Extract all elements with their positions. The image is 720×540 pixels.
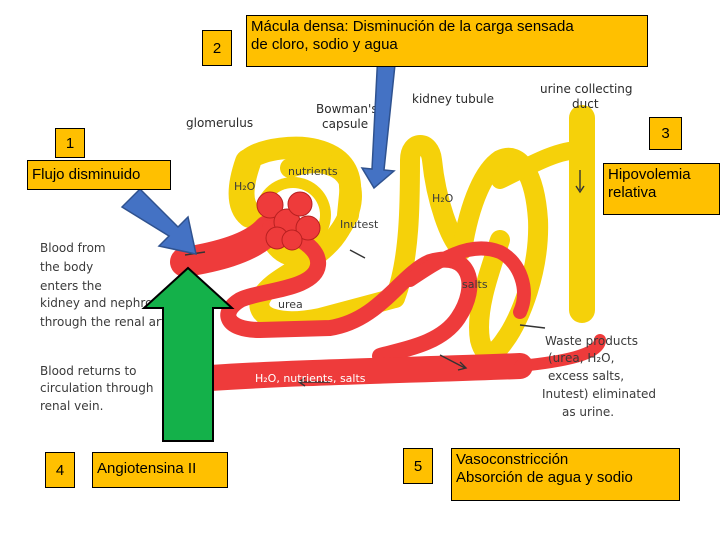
angiotensina-text: Angiotensina II (97, 460, 196, 477)
badge-4: 4 (45, 452, 75, 488)
macula-line1: Mácula densa: Disminución de la carga se… (251, 18, 643, 36)
blood-returns-line1: Blood returns to (40, 364, 137, 378)
waste-line2: (urea, H₂O, (548, 351, 614, 365)
badge-5-text: 5 (414, 458, 422, 475)
bowmans-label-line1: Bowman's (316, 102, 378, 116)
callout-flujo-disminuido: Flujo disminuido (27, 160, 171, 190)
badge-1: 1 (55, 128, 85, 158)
callout-angiotensina: Angiotensina II (92, 452, 228, 488)
h2o-right-label: H₂O (432, 192, 454, 205)
urea-label: urea (278, 298, 303, 311)
blood-returns-line2: circulation through (40, 381, 153, 395)
waste-line3: excess salts, (548, 369, 624, 383)
vein-label: H₂O, nutrients, salts (255, 372, 366, 385)
hipovolemia-line2: relativa (608, 184, 715, 202)
nutrients-label: nutrients (288, 165, 338, 178)
badge-4-text: 4 (56, 462, 64, 479)
h2o-left-label: H₂O (234, 180, 256, 193)
blue-arrow-flujo (122, 189, 196, 254)
callout-vasoconstriccion: Vasoconstricción Absorción de agua y sod… (451, 448, 680, 501)
blood-from-line2: the body (40, 260, 93, 274)
badge-1-text: 1 (66, 135, 74, 152)
macula-line2: de cloro, sodio y agua (251, 36, 643, 54)
waste-line4: Inutest) eliminated (542, 387, 656, 401)
urine-duct-label-line2: duct (572, 97, 599, 111)
vaso-line2: Absorción de agua y sodio (456, 469, 675, 487)
bowmans-label-line2: capsule (322, 117, 368, 131)
glomerulus-label: glomerulus (186, 116, 253, 130)
blood-from-line1: Blood from (40, 241, 106, 255)
waste-line1: Waste products (545, 334, 638, 348)
waste-line5: as urine. (562, 405, 614, 419)
callout-hipovolemia: Hipovolemia relativa (603, 163, 720, 215)
urine-duct-label-line1: urine collecting (540, 82, 633, 96)
salts-label: salts (462, 278, 488, 291)
hipovolemia-line1: Hipovolemia (608, 166, 715, 184)
blood-from-line3: enters the (40, 279, 102, 293)
vaso-line1: Vasoconstricción (456, 451, 675, 469)
callout-macula-densa: Mácula densa: Disminución de la carga se… (246, 15, 648, 67)
flujo-text: Flujo disminuido (32, 166, 140, 183)
green-arrow-angiotensina (144, 268, 232, 441)
inutest-label: Inutest (340, 218, 379, 231)
kidney-tubule-label: kidney tubule (412, 92, 494, 106)
badge-2-text: 2 (213, 40, 221, 57)
badge-2: 2 (202, 30, 232, 66)
blood-returns-line3: renal vein. (40, 399, 103, 413)
badge-3-text: 3 (661, 125, 669, 142)
badge-5: 5 (403, 448, 433, 484)
badge-3: 3 (649, 117, 682, 150)
